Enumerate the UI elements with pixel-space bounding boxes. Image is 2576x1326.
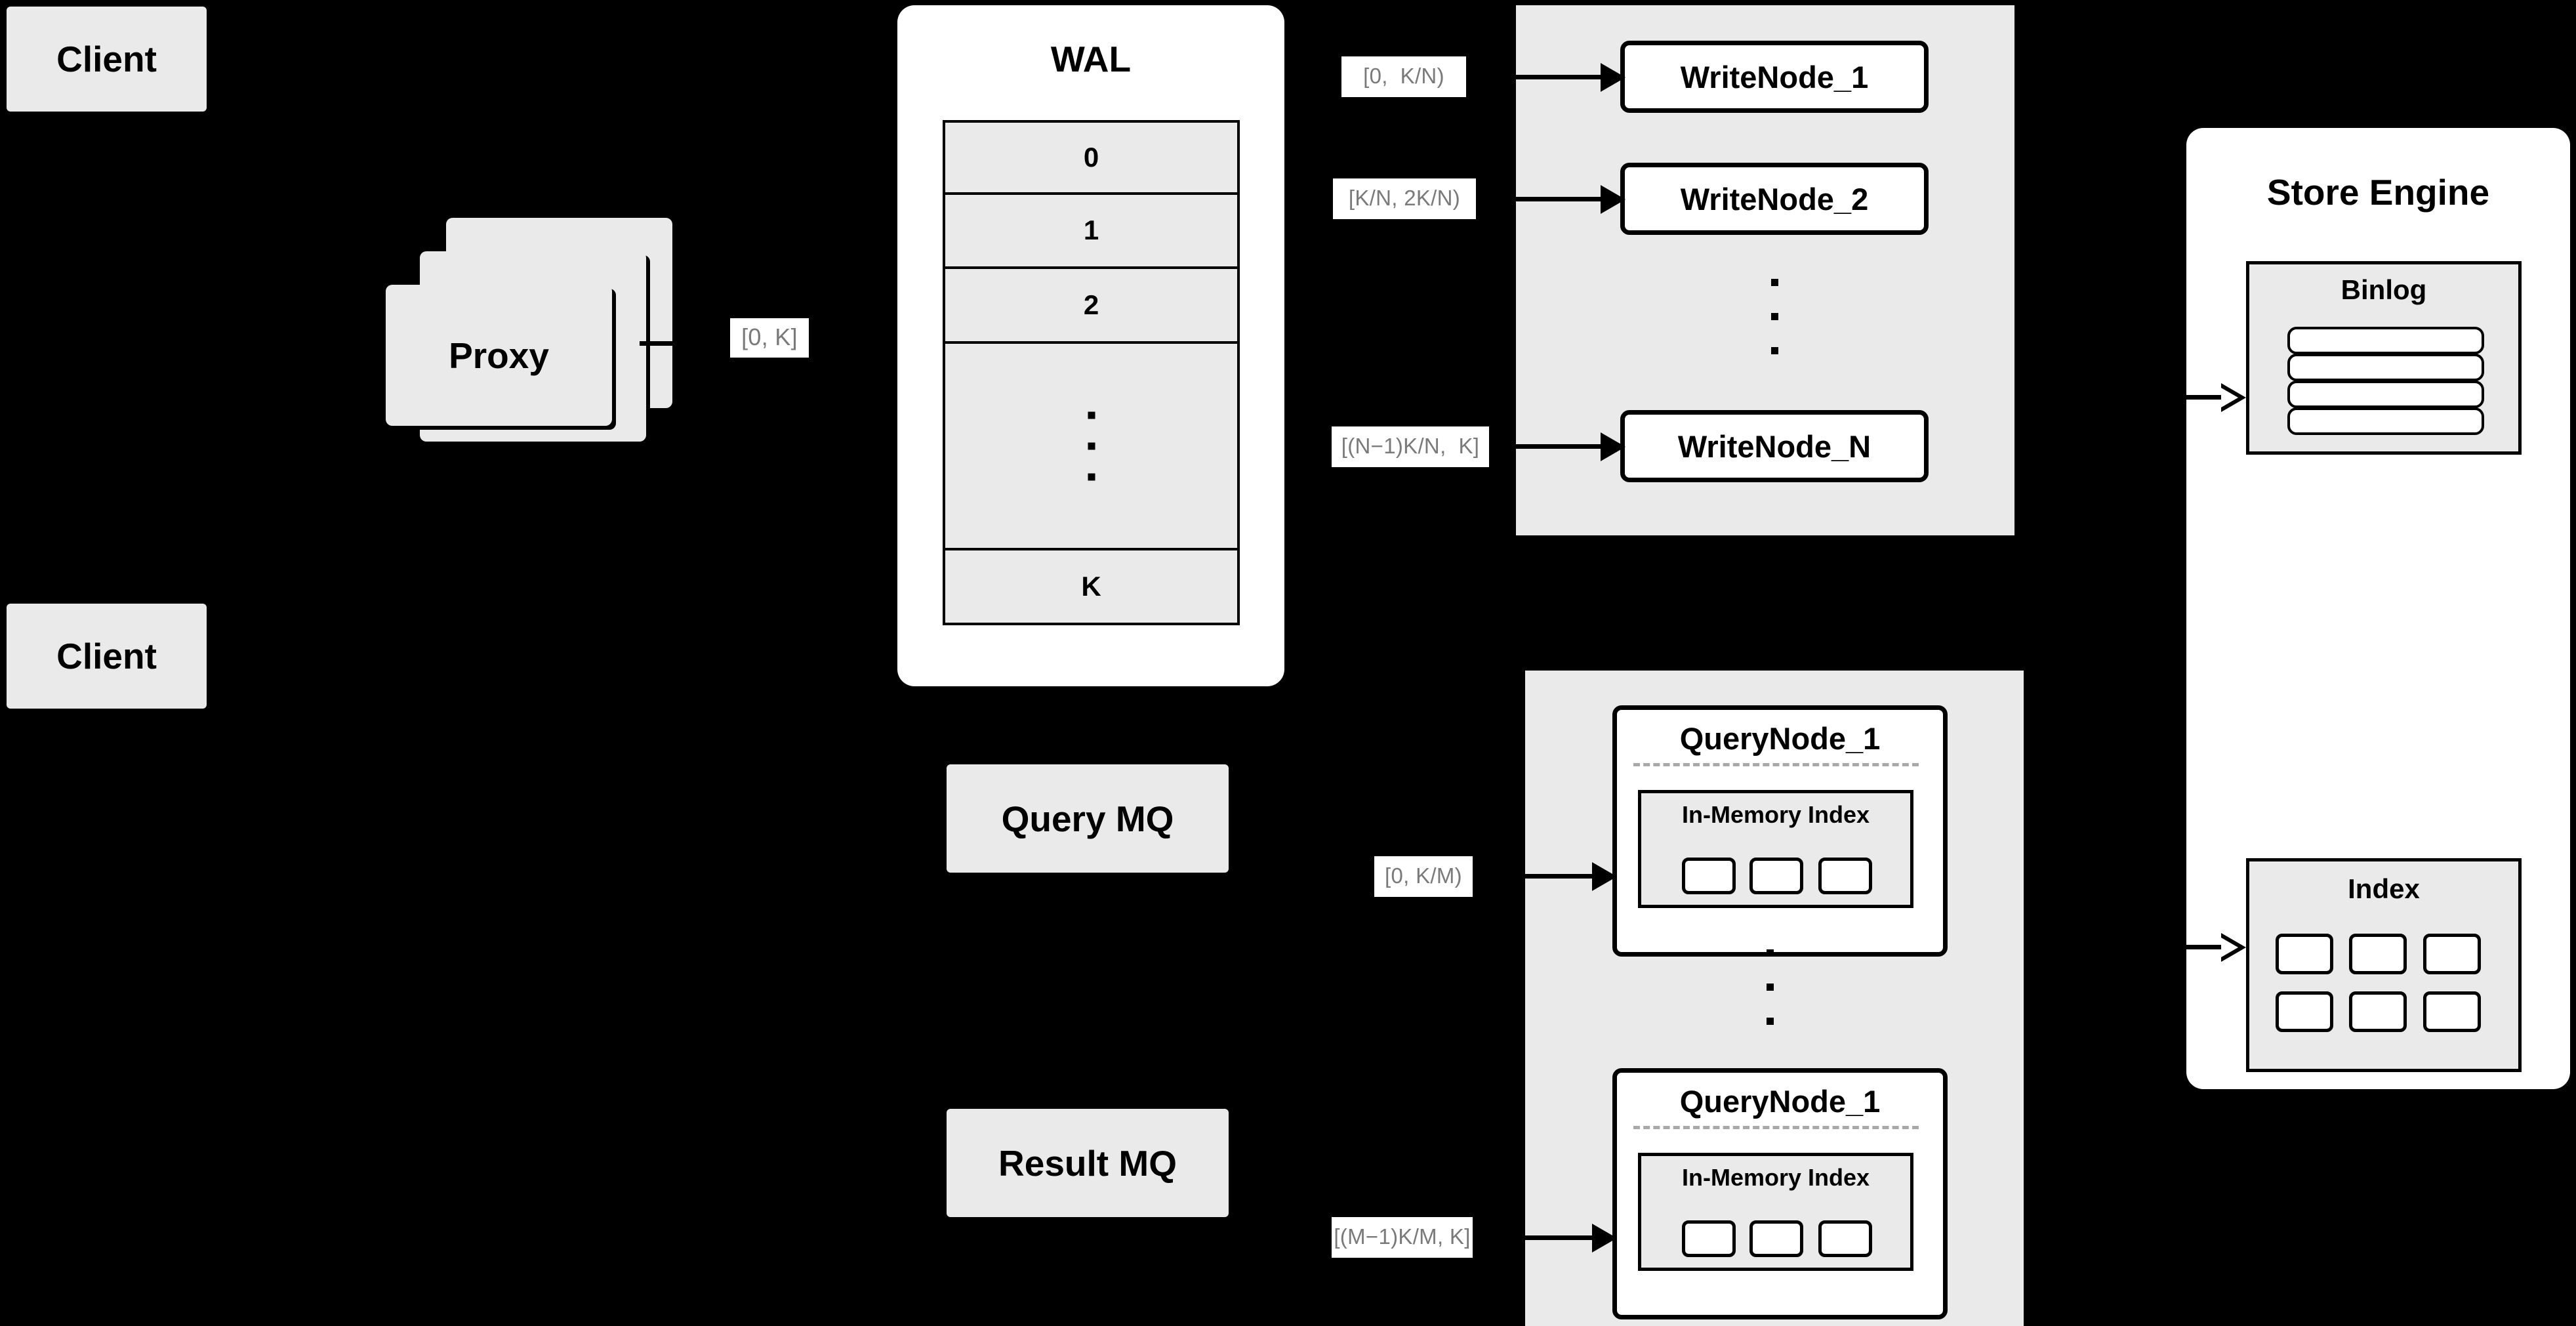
- binlog-bar: [2287, 407, 2484, 435]
- wal-row-list: 0 1 2 K: [943, 120, 1240, 625]
- store-index-panel: Index: [2246, 858, 2522, 1072]
- store-engine-title-text: Store Engine: [2266, 172, 2490, 213]
- index-cell: [1682, 1220, 1736, 1257]
- binlog-panel: Binlog: [2246, 261, 2522, 455]
- wal-row[interactable]: 2: [943, 269, 1240, 344]
- query-mq-box[interactable]: Query MQ: [947, 764, 1229, 873]
- arrow-head-query-node-m-icon: [1592, 1224, 1617, 1253]
- interval-label-query-node-m: [(M−1)K/M, K]: [1332, 1217, 1473, 1258]
- write-node-2-label: WriteNode_2: [1680, 181, 1869, 217]
- query-node-m-label: QueryNode_1: [1679, 1083, 1881, 1119]
- index-cell: [1682, 858, 1736, 894]
- query-node-m-label-wrap: QueryNode_1: [1617, 1082, 1943, 1120]
- wal-row[interactable]: 0: [943, 120, 1240, 195]
- proxy-label: Proxy: [449, 335, 549, 376]
- interval-label-proxy-out-text: [0, K]: [741, 323, 798, 350]
- query-node-m-index-title: In-Memory Index: [1681, 1164, 1870, 1191]
- interval-label-write-node-n: [(N−1)K/N, K]: [1332, 426, 1489, 467]
- binlog-bar: [2287, 327, 2484, 354]
- query-node-1-index-title: In-Memory Index: [1681, 801, 1870, 828]
- store-engine-title: Store Engine: [2186, 172, 2570, 213]
- query-node-1-divider: [1633, 763, 1919, 766]
- binlog-bar: [2287, 354, 2484, 381]
- client-label-2: Client: [56, 636, 157, 676]
- write-node-1[interactable]: WriteNode_1: [1620, 41, 1929, 113]
- arrow-head-write-node-2-icon: [1601, 185, 1625, 214]
- write-node-1-label: WriteNode_1: [1680, 59, 1869, 94]
- write-node-n[interactable]: WriteNode_N: [1620, 410, 1929, 482]
- client-box-2[interactable]: Client: [7, 604, 207, 709]
- wal-row-label: 1: [1083, 215, 1099, 246]
- store-index-cell: [2423, 991, 2481, 1032]
- arrow-head-write-node-1-icon: [1601, 63, 1625, 92]
- binlog-bar: [2287, 381, 2484, 408]
- wal-row-label: 0: [1083, 141, 1099, 173]
- index-cell: [1749, 1220, 1803, 1257]
- interval-label-write-node-1: [0, K/N): [1341, 56, 1466, 97]
- arrow-head-write-node-n-icon: [1601, 432, 1625, 461]
- wal-row[interactable]: K: [943, 550, 1240, 625]
- arrow-line-write-node-2: [1476, 197, 1610, 201]
- query-node-m-divider: [1633, 1126, 1919, 1129]
- arrow-head-query-node-1-icon: [1592, 862, 1617, 891]
- store-index-title-wrap: Index: [2249, 871, 2518, 907]
- write-cluster-vertical-dots-icon: [1769, 279, 1780, 354]
- store-index-cell: [2349, 991, 2407, 1032]
- arrow-head-binlog-icon: [2221, 383, 2246, 412]
- proxy-connector-stub: [640, 341, 676, 346]
- wal-title: WAL: [897, 39, 1284, 79]
- query-node-1-label: QueryNode_1: [1679, 720, 1881, 756]
- store-index-cell: [2276, 991, 2333, 1032]
- write-node-2[interactable]: WriteNode_2: [1620, 163, 1929, 235]
- arrow-head-store-index-icon: [2221, 933, 2246, 962]
- query-mq-label: Query MQ: [1001, 798, 1174, 839]
- result-mq-label: Result MQ: [998, 1142, 1177, 1184]
- wal-vertical-dots-icon: [1088, 411, 1095, 481]
- binlog-title: Binlog: [2341, 274, 2427, 305]
- arrow-line-query-node-m: [1476, 1235, 1601, 1240]
- query-cluster-vertical-dots-icon: [1765, 949, 1775, 1025]
- query-node-1-inmemory-index: In-Memory Index: [1638, 790, 1913, 908]
- query-node-m-inmemory-index: In-Memory Index: [1638, 1153, 1913, 1271]
- index-cell: [1818, 1220, 1872, 1257]
- interval-label-write-node-2-text: [K/N, 2K/N): [1348, 186, 1461, 210]
- store-index-title: Index: [2348, 873, 2420, 904]
- index-cell: [1818, 858, 1872, 894]
- arrow-line-store-index: [2184, 945, 2224, 949]
- query-node-1-label-wrap: QueryNode_1: [1617, 719, 1943, 757]
- arrow-line-write-node-n: [1490, 444, 1610, 449]
- arrow-line-query-node-1: [1476, 874, 1601, 879]
- result-mq-box[interactable]: Result MQ: [947, 1109, 1229, 1217]
- arrow-line-binlog: [2184, 395, 2224, 400]
- write-node-n-label: WriteNode_N: [1677, 428, 1871, 464]
- store-index-cell: [2423, 934, 2481, 974]
- client-label-1: Client: [56, 39, 157, 79]
- query-node-m-index-title-wrap: In-Memory Index: [1641, 1161, 1910, 1194]
- wal-row[interactable]: 1: [943, 194, 1240, 270]
- interval-label-query-node-1: [0, K/M): [1374, 856, 1473, 897]
- interval-label-write-node-2: [K/N, 2K/N): [1333, 178, 1476, 219]
- wal-row-ellipsis: [943, 343, 1240, 551]
- interval-label-proxy-out: [0, K]: [730, 318, 809, 358]
- wal-row-label: K: [1081, 571, 1101, 602]
- wal-title-text: WAL: [1050, 39, 1132, 79]
- index-cell: [1749, 858, 1803, 894]
- interval-label-write-node-1-text: [0, K/N): [1363, 64, 1444, 88]
- proxy-card-front[interactable]: Proxy: [386, 285, 612, 426]
- binlog-title-wrap: Binlog: [2249, 272, 2518, 308]
- interval-label-query-node-m-text: [(M−1)K/M, K]: [1334, 1224, 1471, 1249]
- wal-row-label: 2: [1083, 289, 1099, 320]
- query-node-1-index-title-wrap: In-Memory Index: [1641, 798, 1910, 831]
- interval-label-write-node-n-text: [(N−1)K/N, K]: [1341, 434, 1480, 458]
- store-index-cell: [2276, 934, 2333, 974]
- arrow-line-write-node-1: [1476, 75, 1610, 79]
- store-index-cell: [2349, 934, 2407, 974]
- client-box-1[interactable]: Client: [7, 7, 207, 112]
- interval-label-query-node-1-text: [0, K/M): [1385, 863, 1462, 888]
